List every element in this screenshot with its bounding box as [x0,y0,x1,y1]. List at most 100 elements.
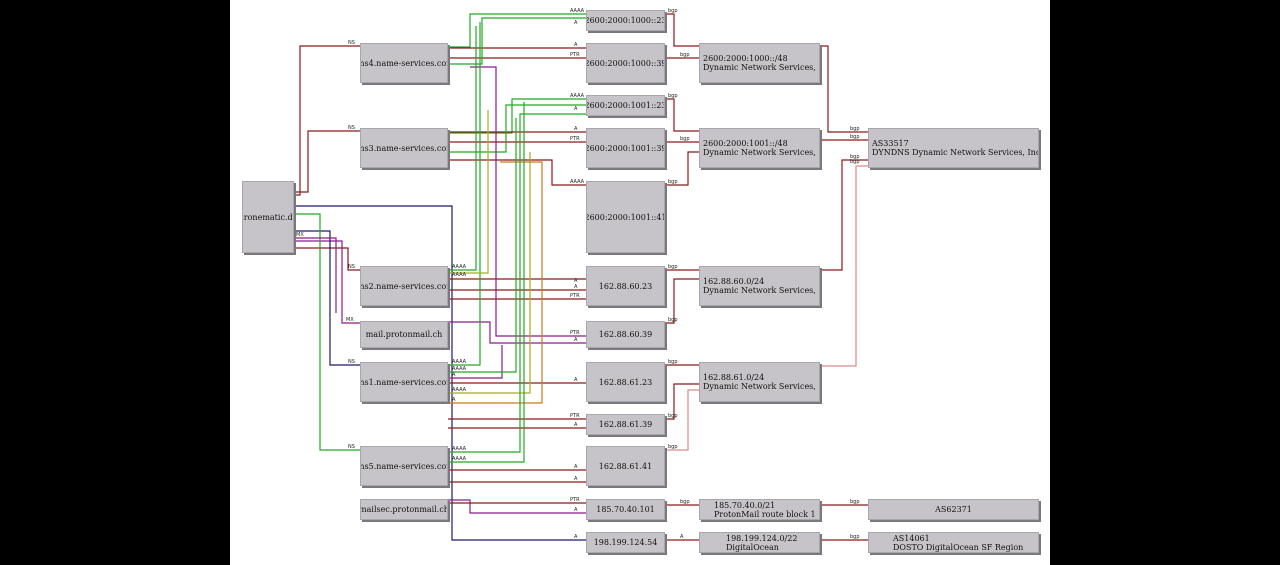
edge-label: bgp [850,126,860,132]
node-mail[interactable]: mail.protonmail.ch [360,321,448,348]
edge-40 [665,98,699,132]
edge-label: bgp [668,444,678,450]
edge-label: AAAA [570,8,585,14]
node-ip-61-39-label: 162.88.61.39 [598,420,653,429]
edge-label: bgp [850,534,860,540]
edge-20 [448,321,586,344]
node-domain[interactable]: dronematic.de [242,181,294,253]
node-ip6-1000-39[interactable]: 2600:2000:1000::39 [586,43,665,83]
edge-label: AAAA [570,179,585,185]
edge-8 [448,13,586,48]
node-as33517-name: DYNDNS Dynamic Network Services, Inc. AS [872,148,1039,157]
edge-label: PTR [570,293,580,299]
node-prefix-1000-owner: Dynamic Network Services, Inc. [703,63,819,72]
node-dns3[interactable]: dns3.name-services.com [360,128,448,168]
edge-label: bgp [668,264,678,270]
node-dns4[interactable]: dns4.name-services.com [360,43,448,83]
edge-label: bgp [668,93,678,99]
node-ip-198-label: 198.199.124.54 [593,538,658,547]
edge-1 [294,130,360,193]
edge-label: bgp [668,413,678,419]
node-ip6-1001-41-label: 2600:2000:1001::41 [586,212,665,222]
edge-label: PTR [570,330,580,336]
edge-label: A [452,397,456,403]
node-dns2[interactable]: dns2.name-services.com [360,266,448,306]
node-ip6-1000-23-label: 2600:2000:1000::23 [586,16,665,25]
edge-50 [820,45,868,133]
edge-33 [448,22,481,366]
edge-28 [448,102,525,463]
node-ip-61-41[interactable]: 162.88.61.41 [586,446,665,486]
node-ip6-1000-23[interactable]: 2600:2000:1000::23 [586,10,665,31]
edge-label: NS [348,359,355,365]
edge-23 [448,152,531,394]
edge-label: A [574,278,578,284]
node-ip-61-39[interactable]: 162.88.61.39 [586,414,665,435]
node-ip-60-23-label: 162.88.60.23 [598,281,653,291]
node-prefix-61-owner: Dynamic Network Services, Inc. [703,382,819,391]
edge-27 [448,113,586,453]
node-dns4-label: dns4.name-services.com [361,58,447,68]
edge-44 [665,278,699,324]
node-dns1-label: dns1.name-services.com [361,377,447,387]
edge-label: A [574,20,578,26]
node-dns1[interactable]: dns1.name-services.com [360,362,448,402]
edge-label: NS [348,125,355,131]
node-ip-185-label: 185.70.40.101 [596,505,655,514]
node-ip6-1001-41[interactable]: 2600:2000:1001::41 [586,181,665,253]
node-ip6-1001-23[interactable]: 2600:2000:1001::23 [586,95,665,116]
node-dns5-label: dns5.name-services.com [361,461,447,471]
node-as62371[interactable]: AS62371 [868,499,1039,520]
node-as14061-name: DOSTO DigitalOcean SF Region [893,542,1024,552]
edge-0 [294,45,360,196]
edge-46 [665,383,699,420]
edge-6 [294,205,586,541]
edge-52 [820,159,868,271]
edge-label: bgp [680,499,690,505]
node-dns5[interactable]: dns5.name-services.com [360,446,448,486]
node-ip-61-41-label: 162.88.61.41 [598,461,653,471]
node-prefix-185-cidr: 185.70.40.0/21 [714,500,776,510]
edge-label: MX [296,232,304,238]
node-ip-61-23-label: 162.88.61.23 [598,377,653,387]
edge-label: bgp [680,52,690,58]
edge-label: bgp [850,134,860,140]
node-ip-185[interactable]: 185.70.40.101 [586,499,665,520]
edge-label: bgp [680,136,690,142]
node-mail-label: mail.protonmail.ch [365,330,443,339]
node-mailsec-label: mailsec.protonmail.ch [360,505,448,514]
edge-label: bgp [850,154,860,160]
graph-edges: NSNSNSMXNSNSAMXAAAAPTRAAAAAAPTRAAAAAAAPT… [294,8,868,541]
node-dns3-label: dns3.name-services.com [361,143,447,153]
node-ip-60-23[interactable]: 162.88.60.23 [586,266,665,306]
node-prefix-61-cidr: 162.88.61.0/24 [703,373,765,382]
node-ip-60-39[interactable]: 162.88.60.39 [586,321,665,348]
edge-5 [294,213,360,451]
edge-35 [448,110,489,274]
edge-label: MX [346,317,354,323]
node-mailsec[interactable]: mailsec.protonmail.ch [360,499,448,520]
node-ip6-1001-23-label: 2600:2000:1001::23 [586,101,665,110]
edge-label: bgp [668,8,678,14]
edge-label: PTR [570,497,580,503]
node-ip6-1001-39[interactable]: 2600:2000:1001::39 [586,128,665,168]
edge-36 [448,345,503,379]
edge-label: AAAA [452,272,467,278]
edge-label: A [574,106,578,112]
edge-3 [294,240,360,324]
node-ip6-1001-39-label: 2600:2000:1001::39 [586,143,665,153]
edge-11 [448,17,586,65]
node-ip-61-23[interactable]: 162.88.61.23 [586,362,665,402]
edge-label: AAAA [452,387,467,393]
edge-label: AAAA [570,93,585,99]
node-ip-198[interactable]: 198.199.124.54 [586,532,665,553]
edge-label: AAAA [452,366,467,372]
